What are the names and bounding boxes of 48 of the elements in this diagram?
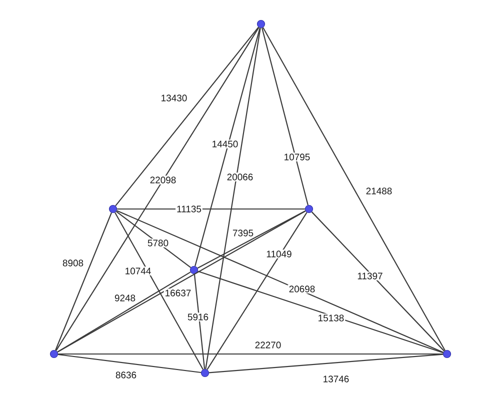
edge-label: 20698 [288, 284, 316, 294]
edge-line [209, 354, 444, 374]
edge-label: 22270 [254, 340, 282, 350]
edge-line [311, 212, 445, 352]
edge-label: 13430 [160, 94, 188, 102]
vertex-dot [108, 204, 118, 214]
edge-label: 16637 [164, 288, 192, 298]
edge-line [58, 353, 443, 355]
edge-label: 13746 [322, 374, 350, 384]
edge-line [194, 28, 260, 266]
edge-line [57, 272, 191, 352]
edge-line [262, 27, 446, 351]
edge-line [261, 28, 309, 206]
edge-label: 10795 [282, 152, 312, 162]
edge-label: 8636 [114, 370, 138, 380]
edge-label: 11049 [265, 250, 293, 258]
edge-line [58, 354, 202, 374]
edge-label: 10744 [124, 266, 152, 276]
edge-line [197, 210, 306, 269]
edge-label: 15138 [316, 314, 346, 322]
vertex-dot [50, 350, 58, 358]
edge-label: 11397 [356, 272, 384, 280]
edge-line [56, 27, 260, 351]
edge-line [205, 28, 261, 370]
edge-label: 5916 [186, 312, 210, 322]
edge-label: 22098 [148, 176, 178, 184]
edge-label: 9248 [113, 294, 137, 302]
vertex-dot [442, 350, 452, 358]
vertex-dot [190, 266, 198, 274]
edge-line [194, 274, 206, 370]
vertex-dot [200, 368, 210, 378]
edge-label: 20066 [226, 172, 254, 182]
edge-label: 7395 [231, 228, 255, 238]
edge-line [116, 211, 192, 268]
edge-label: 11135 [176, 204, 202, 214]
edge-label: 8908 [61, 258, 85, 268]
edge-label: 5780 [146, 238, 170, 248]
vertex-dot [304, 204, 314, 214]
edge-line [115, 26, 259, 206]
edge-label: 14450 [210, 140, 240, 148]
edge-line [57, 210, 306, 352]
edge-line [198, 270, 444, 354]
edge-line [206, 212, 308, 370]
edge-label: 21488 [364, 186, 394, 196]
edge-line [116, 210, 444, 353]
vertex-dot [256, 20, 266, 28]
edge-line [114, 212, 204, 370]
edge-line [55, 212, 112, 350]
